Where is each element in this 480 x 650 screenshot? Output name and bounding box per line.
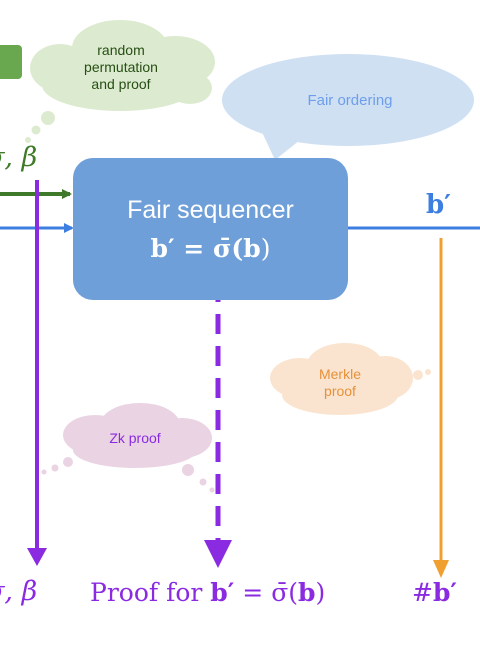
cloud-zk-proof — [41, 403, 215, 493]
bubble-fair-ordering — [222, 54, 474, 160]
merkle-line-2: proof — [324, 383, 356, 399]
top-sigma-beta-label: σ, β — [0, 142, 38, 173]
cloud-line-2: permutation — [84, 59, 158, 75]
green-source-box — [0, 45, 22, 79]
cloud-random-permutation — [25, 20, 215, 143]
proof-prefix: Proof for — [90, 578, 211, 607]
sequencer-formula-b: b — [243, 234, 261, 263]
cloud-merkle-proof — [270, 343, 431, 415]
sequencer-formula-left: b′ = σ̄( — [150, 234, 244, 263]
bottom-sigma-beta-label: σ, β — [0, 576, 38, 607]
fair-sequencer-box — [73, 158, 348, 300]
cloud-line-1: random — [97, 42, 145, 58]
hash-label: #b′ — [412, 578, 457, 607]
sequencer-formula-right: ) — [260, 234, 271, 263]
top-bprime-label: b′ — [426, 190, 452, 220]
zk-proof-text: Zk proof — [109, 430, 161, 446]
proof-b1: b′ — [210, 578, 235, 607]
cloud-line-3: and proof — [91, 76, 151, 92]
hash-prefix: # — [412, 578, 433, 607]
proof-label: Proof for b′ = σ̄(b) — [90, 578, 325, 607]
merkle-line-1: Merkle — [318, 366, 361, 382]
hash-b: b′ — [432, 578, 458, 607]
proof-b2: b — [298, 578, 316, 607]
merkle-proof-text: Merkle proof — [300, 366, 380, 400]
proof-mid: = σ̄( — [234, 578, 299, 607]
cloud-random-permutation-text: random permutation and proof — [58, 42, 184, 93]
sigma-beta-arrowhead — [27, 548, 47, 566]
fair-ordering-text: Fair ordering — [307, 92, 393, 109]
proof-end: ) — [315, 578, 326, 607]
sequencer-formula: b′ = σ̄(b) — [73, 234, 348, 263]
proof-arrowhead — [204, 540, 232, 568]
hash-arrowhead — [433, 560, 449, 578]
sequencer-title: Fair sequencer — [127, 196, 294, 224]
